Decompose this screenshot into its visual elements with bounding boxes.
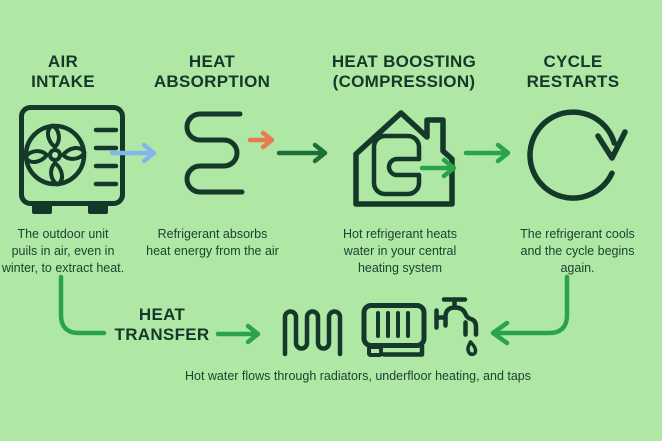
stage-desc-heat-boosting: Hot refrigerant heats water in your cent… (343, 227, 457, 275)
intake-to-transfer-elbow-icon (58, 274, 107, 336)
cycle-to-transfer-elbow-arrow-icon (490, 274, 570, 346)
cycle-restart-icon (527, 109, 628, 201)
stage-title-heat-absorption: HEAT ABSORPTION (153, 52, 271, 92)
transfer-arrow-icon (215, 323, 261, 345)
stage-title-heat-boosting: HEAT BOOSTING (COMPRESSION) (331, 52, 477, 92)
heat-transfer-caption: Hot water flows through radiators, under… (184, 369, 532, 383)
underfloor-coil-icon (282, 309, 343, 357)
stage-desc-heat-absorption: Refrigerant absorbs heat energy from the… (146, 227, 279, 258)
radiator-icon (361, 303, 427, 357)
stage-title-air-intake: AIR INTAKE (31, 52, 95, 92)
absorption-to-boosting-arrow-icon (276, 142, 328, 164)
boosting-to-cycle-arrow-icon (463, 142, 511, 164)
stage-desc-cycle-restarts: The refrigerant cools and the cycle begi… (520, 227, 635, 275)
tap-icon (434, 297, 479, 357)
house-heat-out-arrow-icon (419, 157, 457, 179)
house-heating-coil-icon (353, 110, 455, 207)
stage-desc-air-intake: The outdoor unit puils in air, even in w… (1, 227, 125, 275)
refrigerant-coil-icon (184, 111, 245, 195)
heat-out-arrow-icon (247, 130, 275, 150)
stage-title-cycle-restarts: CYCLE RESTARTS (526, 52, 620, 92)
outdoor-unit-icon (19, 105, 125, 214)
air-intake-arrow-icon (109, 142, 157, 164)
heat-transfer-title: HEAT TRANSFER (114, 305, 210, 345)
